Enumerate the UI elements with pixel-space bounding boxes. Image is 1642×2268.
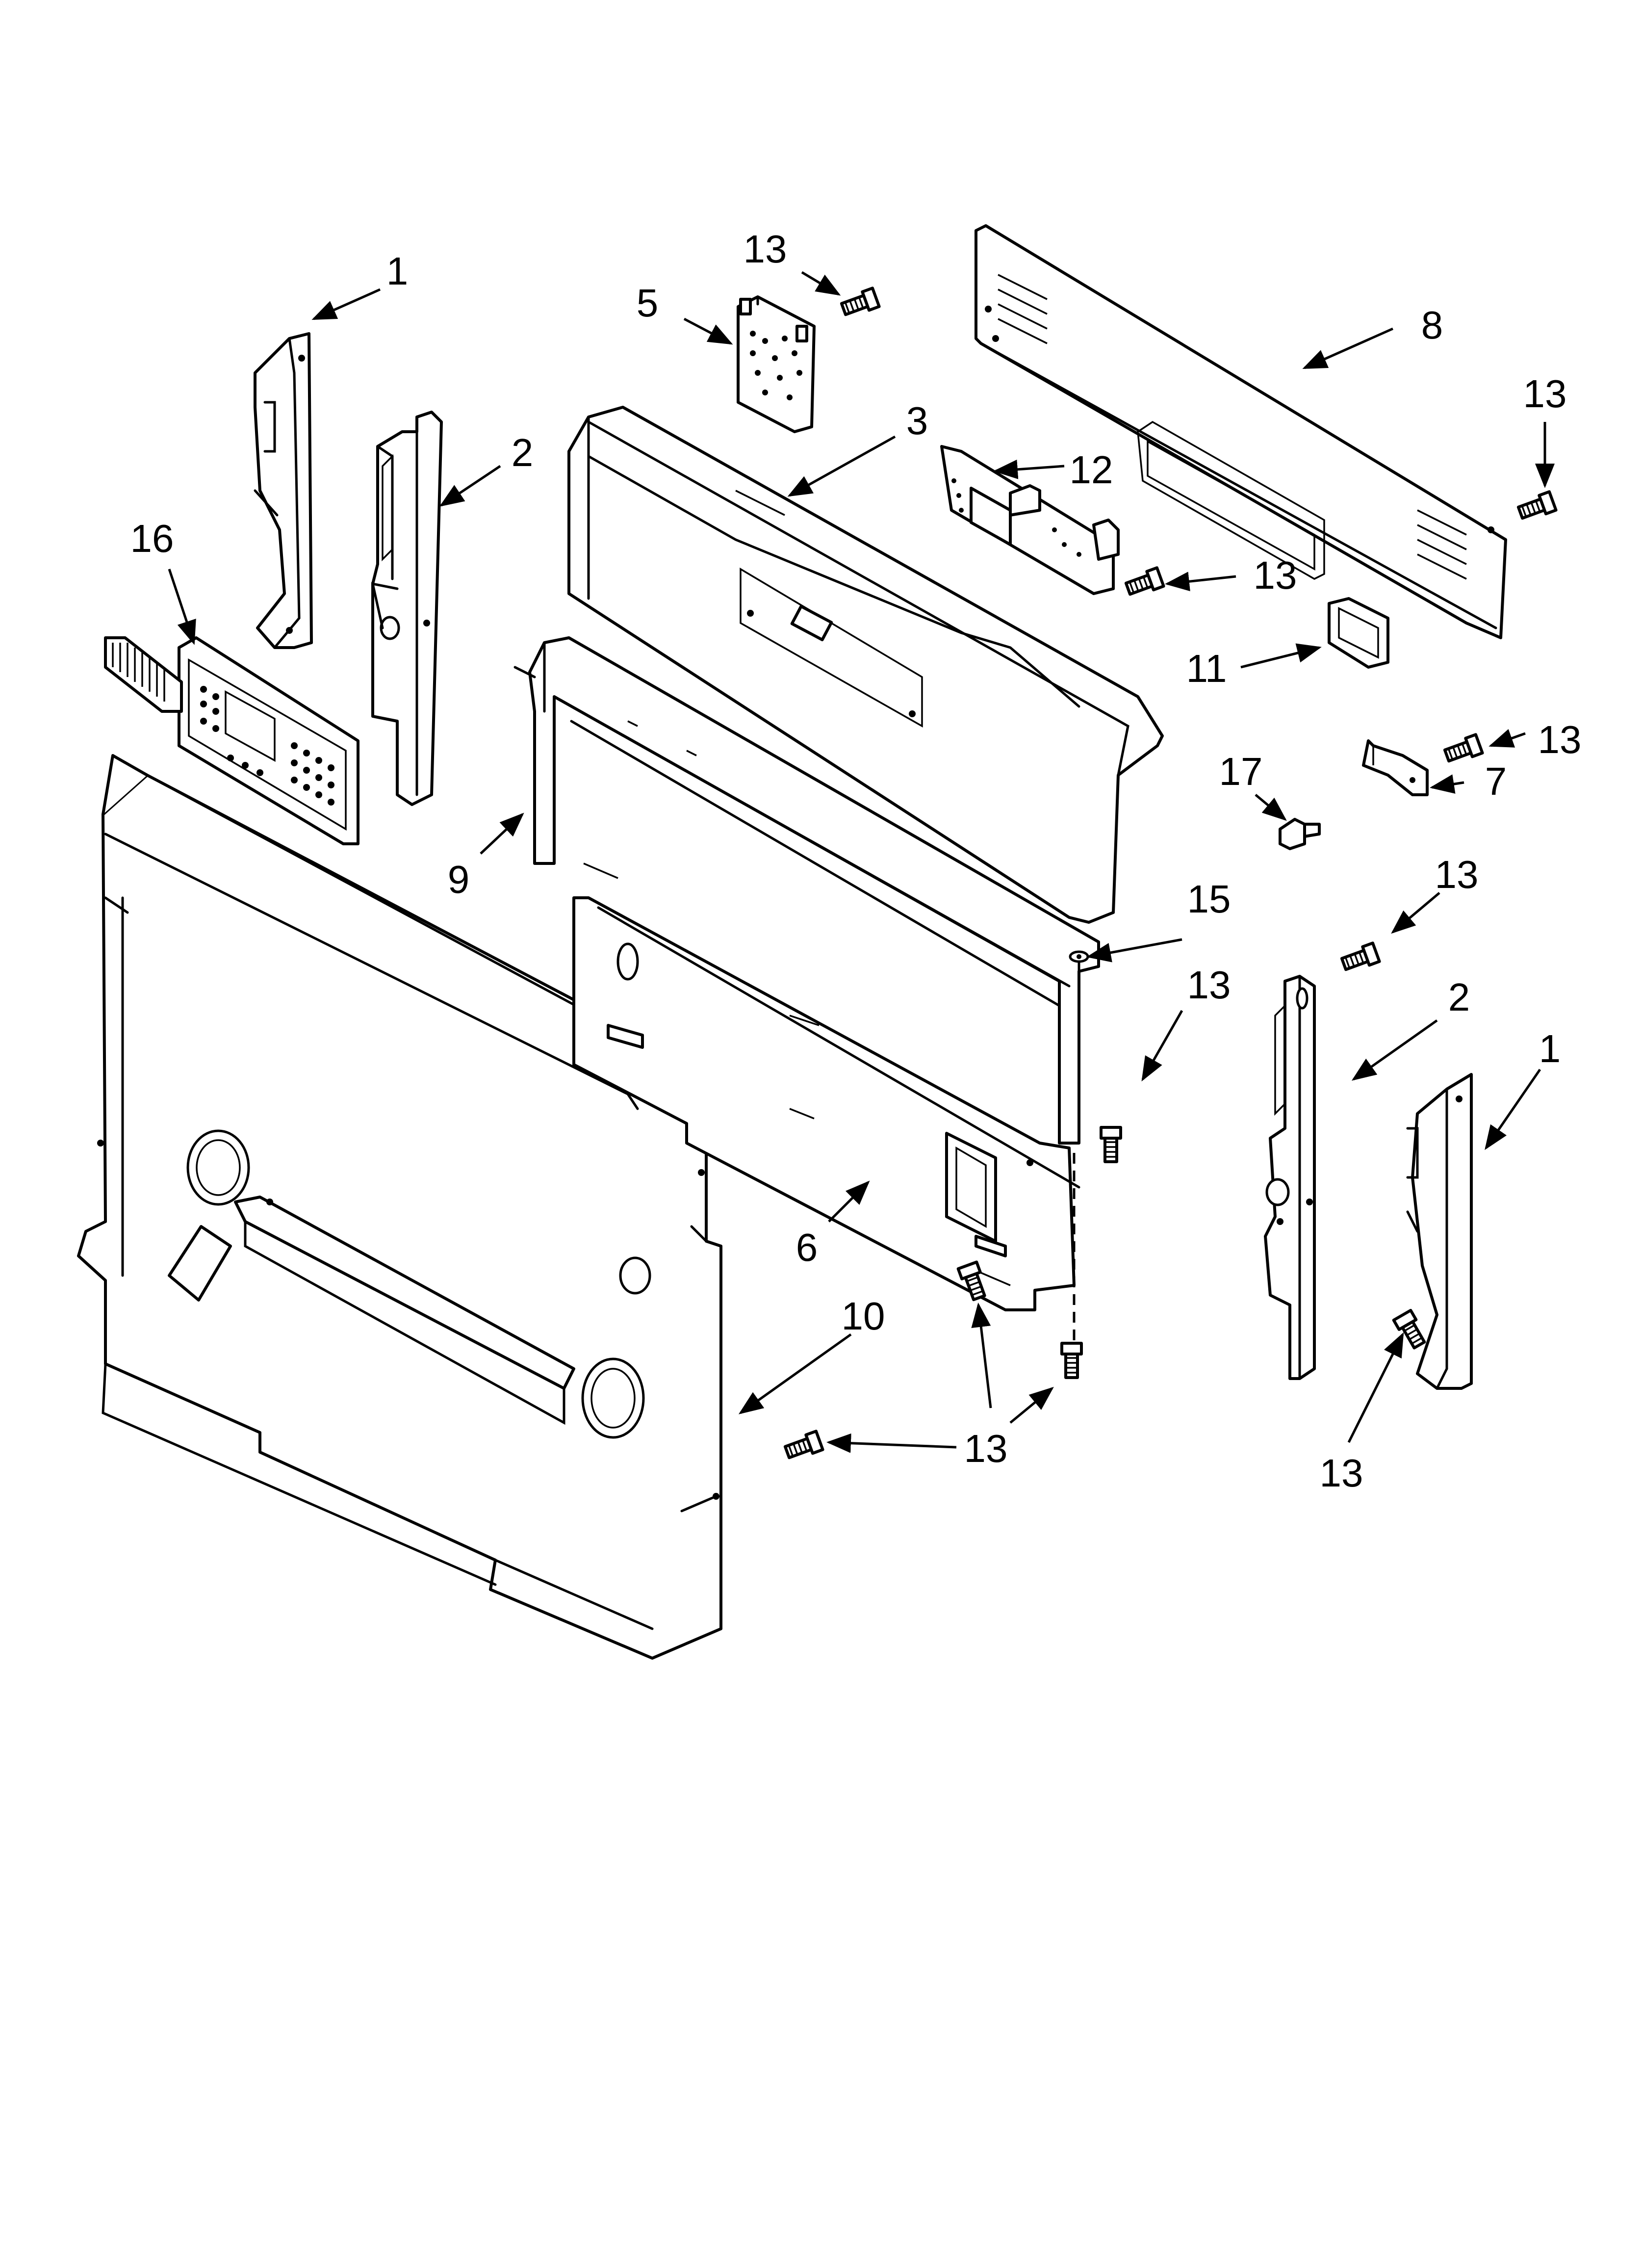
- washer-part-15: [1069, 950, 1089, 963]
- callout-13-bottom-right: 13: [1320, 1451, 1363, 1495]
- callout-13-upper-right: 13: [1523, 372, 1567, 416]
- callout-8: 8: [1421, 303, 1443, 347]
- callout-13-bracket: 13: [1538, 718, 1582, 761]
- side-bracket-right-part-2: [1264, 975, 1316, 1380]
- control-overlay-part-16: [104, 636, 359, 845]
- end-cap-left-part-1: [254, 332, 313, 649]
- callout-11: 11: [1186, 647, 1227, 690]
- upper-bracket-part-9: [513, 636, 1100, 1145]
- leader-lines: [168, 271, 1555, 1453]
- clip-part-11: [1328, 597, 1389, 669]
- assembly-lines: [1073, 962, 1080, 1344]
- callout-7: 7: [1485, 759, 1507, 803]
- screws-part-13: [783, 287, 1558, 1460]
- callout-15: 15: [1187, 877, 1231, 921]
- callout-16: 16: [130, 517, 174, 560]
- callout-9: 9: [448, 858, 470, 901]
- rear-trim-part-8: [975, 224, 1507, 639]
- bumper-part-17: [1279, 818, 1321, 850]
- control-panel-part-3: [567, 406, 1164, 924]
- callout-13-center: 13: [1187, 963, 1231, 1007]
- callout-5: 5: [637, 281, 659, 325]
- small-bracket-part-7: [1362, 739, 1429, 796]
- callout-17: 17: [1219, 750, 1263, 793]
- callout-13-top: 13: [744, 227, 787, 271]
- callout-12: 12: [1070, 448, 1113, 492]
- callout-1-right: 1: [1539, 1027, 1561, 1070]
- circuit-board-part-5: [737, 295, 816, 433]
- end-cap-right-part-1: [1406, 1073, 1473, 1390]
- callout-2-left: 2: [512, 431, 534, 474]
- callout-6: 6: [796, 1225, 818, 1269]
- callout-10: 10: [842, 1294, 885, 1338]
- callout-13-board: 13: [1254, 553, 1297, 597]
- side-bracket-left-part-2: [371, 411, 443, 806]
- back-panel-part-10: [77, 754, 722, 1660]
- callout-labels: 1 2 16 13 5 3 12 8 13 13 11 13 7 17 9 15…: [130, 227, 1582, 1495]
- callout-2-right: 2: [1448, 975, 1470, 1019]
- lower-panel-part-6: [572, 896, 1080, 1311]
- callout-13-right-mid: 13: [1435, 853, 1479, 896]
- callout-1-left: 1: [386, 249, 409, 293]
- callout-3: 3: [906, 399, 928, 443]
- control-board-part-12: [940, 445, 1120, 595]
- callout-13-bottom: 13: [964, 1427, 1008, 1470]
